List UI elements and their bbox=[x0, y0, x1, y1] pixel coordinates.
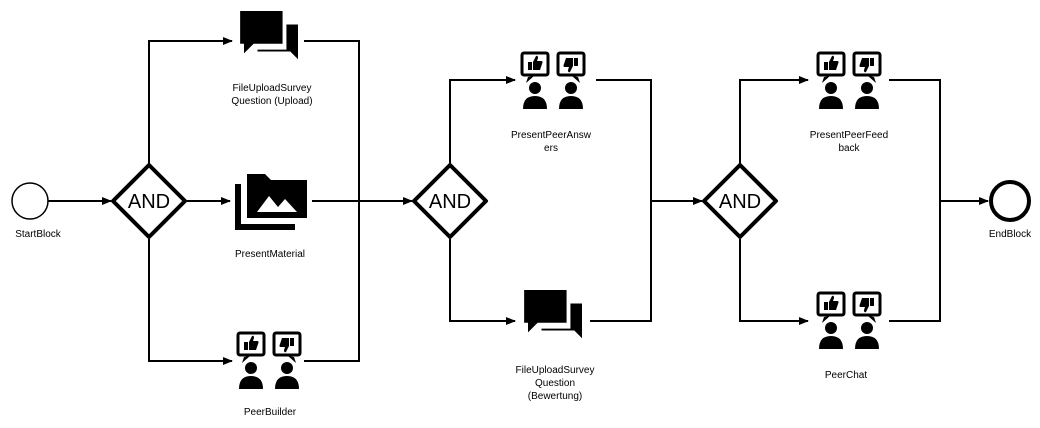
edge-upload-to-and2 bbox=[304, 40, 360, 201]
image-gallery-icon bbox=[235, 174, 307, 230]
gateway-and-1[interactable]: AND bbox=[111, 163, 187, 239]
edge-presentpeerfeedback-to-end bbox=[889, 79, 941, 201]
task-label-line: PresentPeerFeed bbox=[810, 130, 888, 141]
start-event-label: StartBlock bbox=[15, 229, 62, 240]
chat-icon bbox=[240, 11, 298, 60]
task-label-line: Question bbox=[535, 378, 575, 389]
task-presentpeeranswers[interactable]: PresentPeerAnsw ers bbox=[511, 51, 592, 154]
edge-peerbuilder-to-and2 bbox=[304, 201, 360, 362]
gateway-label: AND bbox=[719, 191, 761, 213]
chat-icon bbox=[524, 290, 582, 339]
start-event[interactable]: StartBlock bbox=[11, 182, 62, 240]
task-label-line: FileUploadSurvey bbox=[516, 365, 595, 376]
task-label-line: ers bbox=[544, 143, 558, 154]
edge-peerchat-to-end bbox=[889, 197, 989, 322]
gateway-and-3[interactable]: AND bbox=[702, 163, 778, 239]
gateway-and-2[interactable]: AND bbox=[412, 163, 488, 239]
task-fileuploadsurvey-bewertung[interactable]: FileUploadSurvey Question (Bewertung) bbox=[516, 290, 595, 402]
task-presentmaterial[interactable]: PresentMaterial bbox=[235, 174, 307, 260]
edge-and2-to-presentpeeranswers bbox=[449, 76, 516, 163]
task-label-line: PresentPeerAnsw bbox=[511, 130, 592, 141]
peer-feedback-icon bbox=[520, 51, 586, 111]
task-label-line: (Bewertung) bbox=[528, 391, 582, 402]
task-label-line: PeerChat bbox=[825, 370, 867, 381]
edge-fileuploadbewertung-to-and3 bbox=[590, 197, 703, 322]
edge-and3-to-peerchat bbox=[739, 239, 809, 325]
task-fileuploadsurvey-upload[interactable]: FileUploadSurvey Question (Upload) bbox=[231, 11, 313, 107]
edges bbox=[48, 37, 989, 365]
peer-feedback-icon bbox=[236, 331, 302, 391]
task-presentpeerfeedback[interactable]: PresentPeerFeed back bbox=[810, 51, 888, 154]
edge-and2-to-fileuploadbewertung bbox=[449, 239, 516, 325]
end-event-label: EndBlock bbox=[989, 229, 1032, 240]
edge-and3-to-presentpeerfeedback bbox=[739, 76, 809, 163]
gateway-label: AND bbox=[128, 191, 170, 213]
peer-feedback-icon bbox=[816, 51, 882, 111]
task-peerbuilder[interactable]: PeerBuilder bbox=[236, 331, 302, 418]
task-label-line: PresentMaterial bbox=[235, 249, 305, 260]
gateway-label: AND bbox=[429, 191, 471, 213]
task-peerchat[interactable]: PeerChat bbox=[816, 291, 882, 381]
end-event[interactable]: EndBlock bbox=[989, 180, 1032, 240]
peer-feedback-icon bbox=[816, 291, 882, 351]
task-label-line: PeerBuilder bbox=[244, 407, 297, 418]
task-label-line: back bbox=[838, 143, 860, 154]
task-label-line: Question (Upload) bbox=[231, 96, 312, 107]
edge-and1-to-upload bbox=[148, 37, 233, 163]
task-label-line: FileUploadSurvey bbox=[233, 83, 312, 94]
edge-presentpeeranswers-to-and3 bbox=[596, 79, 652, 201]
edge-and1-to-peerbuilder bbox=[148, 239, 233, 365]
